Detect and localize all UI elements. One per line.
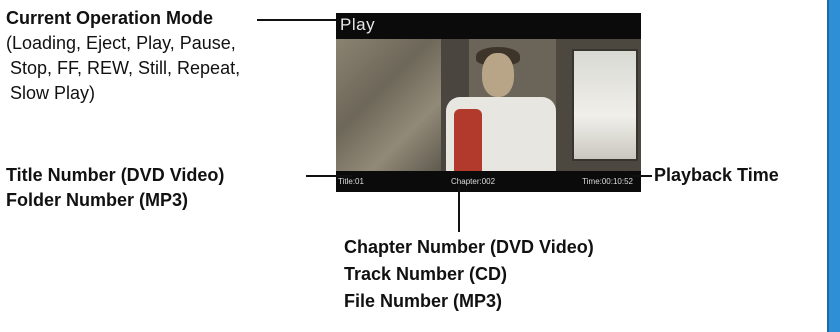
file-number-label: File Number (MP3) bbox=[344, 291, 503, 311]
osd-info-bar: Title:01 Chapter:002 Time:00:10:52 bbox=[336, 171, 641, 192]
osd-chapter-text: Chapter:002 bbox=[451, 177, 496, 186]
operation-mode-list-line-3: Slow Play) bbox=[10, 83, 96, 103]
track-number-label: Track Number (CD) bbox=[344, 264, 508, 284]
playback-time-leader bbox=[630, 175, 652, 177]
operation-mode-label: Current Operation Mode bbox=[6, 8, 214, 28]
osd-mode-text: Play bbox=[340, 15, 376, 34]
dvd-screen: Play Title:01 Chapter:002 Time:00:10:52 bbox=[336, 13, 641, 192]
chapter-number-label: Chapter Number (DVD Video) bbox=[344, 237, 594, 257]
title-number-label: Title Number (DVD Video) bbox=[6, 165, 225, 185]
operation-mode-list-line-1: (Loading, Eject, Play, Pause, bbox=[6, 33, 236, 53]
operation-mode-leader bbox=[257, 19, 337, 21]
osd-time-text: Time:00:10:52 bbox=[582, 177, 633, 186]
page-edge-bar bbox=[827, 0, 840, 332]
folder-number-label: Folder Number (MP3) bbox=[6, 190, 189, 210]
osd-title-text: Title:01 bbox=[338, 177, 364, 186]
operation-mode-list-line-2: Stop, FF, REW, Still, Repeat, bbox=[10, 58, 241, 78]
chapter-number-leader bbox=[458, 186, 460, 232]
video-frame-image bbox=[336, 39, 641, 171]
title-number-leader bbox=[306, 175, 352, 177]
playback-time-label: Playback Time bbox=[654, 165, 779, 185]
